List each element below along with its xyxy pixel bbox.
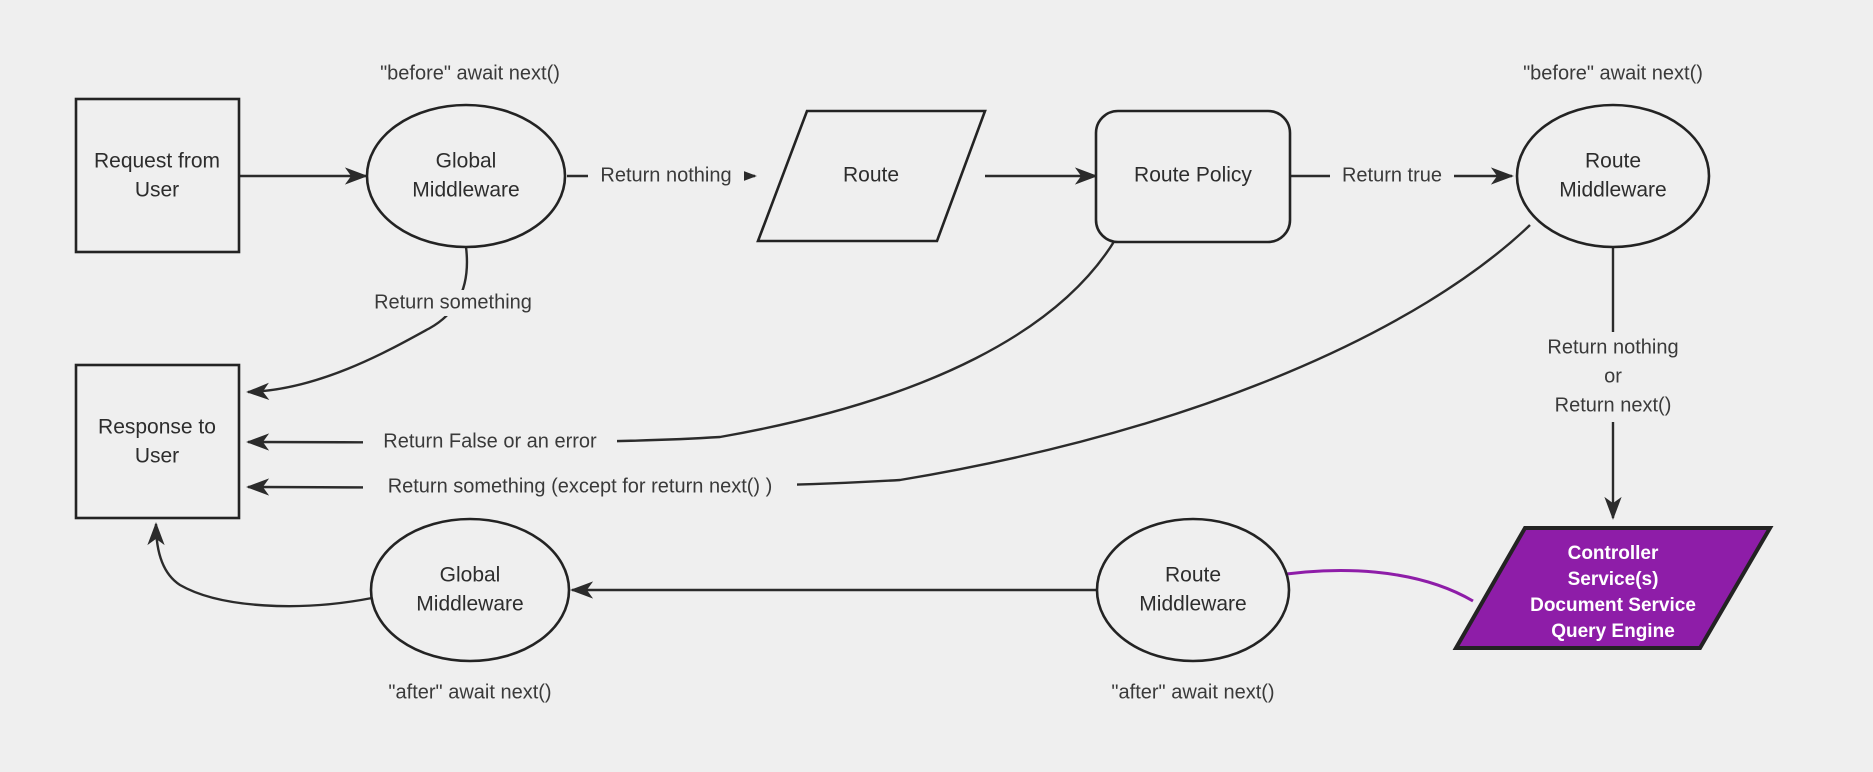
edge-label-return-nothing-or-next-line2: or [1604, 365, 1622, 387]
request-from-user-shape [74, 97, 241, 254]
edge-label-return-true: Return true [1342, 164, 1442, 186]
route-label: Route [843, 164, 899, 187]
controller-services-label-line3: Document Service [1530, 595, 1696, 616]
node-controller-services[interactable]: Controller Service(s) Document Service Q… [1452, 526, 1774, 650]
node-route-middleware-top[interactable]: Route Middleware [1515, 103, 1711, 249]
controller-services-label-line2: Service(s) [1568, 569, 1659, 590]
node-request-from-user[interactable]: Request from User [74, 97, 241, 254]
label-backdrop-return-something [360, 290, 546, 316]
request-from-user-label-line1: Request from [94, 150, 220, 173]
annotation-before-global-middleware: "before" await next() [380, 62, 560, 84]
controller-services-label-line4: Query Engine [1551, 621, 1675, 642]
route-middleware-bottom-label-line2: Middleware [1139, 593, 1246, 616]
edge-label-return-nothing-or-next-line3: Return next() [1555, 394, 1672, 416]
annotation-after-route-middleware: "after" await next() [1111, 681, 1274, 703]
response-to-user-shape [74, 363, 241, 520]
label-backdrop-return-something-except [363, 474, 797, 500]
global-middleware-bottom-label-line1: Global [440, 564, 501, 587]
label-backdrop-return-false [363, 429, 617, 455]
request-from-user-label-line2: User [135, 179, 179, 202]
edge-global-middleware-return-something [246, 246, 469, 401]
edge-label-return-nothing-or-next-line1: Return nothing [1547, 336, 1678, 358]
controller-services-label-line1: Controller [1568, 543, 1659, 564]
global-middleware-bottom-shape [369, 517, 571, 663]
edge-label-return-something-except: Return something (except for return next… [388, 475, 773, 497]
controller-services-shape [1452, 526, 1774, 650]
node-route-policy[interactable]: Route Policy [1094, 109, 1292, 244]
global-middleware-top-label-line2: Middleware [412, 179, 519, 202]
route-middleware-bottom-shape [1095, 517, 1291, 663]
label-backdrop-return-nothing-or-next [1528, 332, 1698, 422]
global-middleware-top-shape [365, 103, 567, 249]
node-route-middleware-bottom[interactable]: Route Middleware [1095, 517, 1291, 663]
node-global-middleware-bottom[interactable]: Global Middleware [369, 517, 571, 663]
route-middleware-top-label-line2: Middleware [1559, 179, 1666, 202]
label-backdrop-return-true [1330, 163, 1454, 189]
route-policy-label: Route Policy [1134, 164, 1252, 187]
global-middleware-bottom-label-line2: Middleware [416, 593, 523, 616]
edge-label-return-something: Return something [374, 291, 532, 313]
label-backdrop-return-nothing [588, 163, 744, 189]
route-middleware-top-label-line1: Route [1585, 150, 1641, 173]
node-route[interactable]: Route [756, 109, 987, 243]
route-middleware-bottom-label-line1: Route [1165, 564, 1221, 587]
node-response-to-user[interactable]: Response to User [74, 363, 241, 520]
edge-label-return-false-or-error: Return False or an error [383, 430, 597, 452]
response-to-user-label-line2: User [135, 445, 179, 468]
response-to-user-label-line1: Response to [98, 416, 216, 439]
route-policy-shape [1094, 109, 1292, 244]
route-middleware-top-shape [1515, 103, 1711, 249]
edge-global-middleware-bottom-to-response [147, 522, 373, 608]
edge-label-return-nothing: Return nothing [600, 164, 731, 186]
node-global-middleware-top[interactable]: Global Middleware [365, 103, 567, 249]
annotation-before-route-middleware: "before" await next() [1523, 62, 1703, 84]
global-middleware-top-label-line1: Global [436, 150, 497, 173]
route-shape [756, 109, 987, 243]
edge-route-policy-return-false [246, 239, 1117, 451]
annotation-after-global-middleware: "after" await next() [388, 681, 551, 703]
